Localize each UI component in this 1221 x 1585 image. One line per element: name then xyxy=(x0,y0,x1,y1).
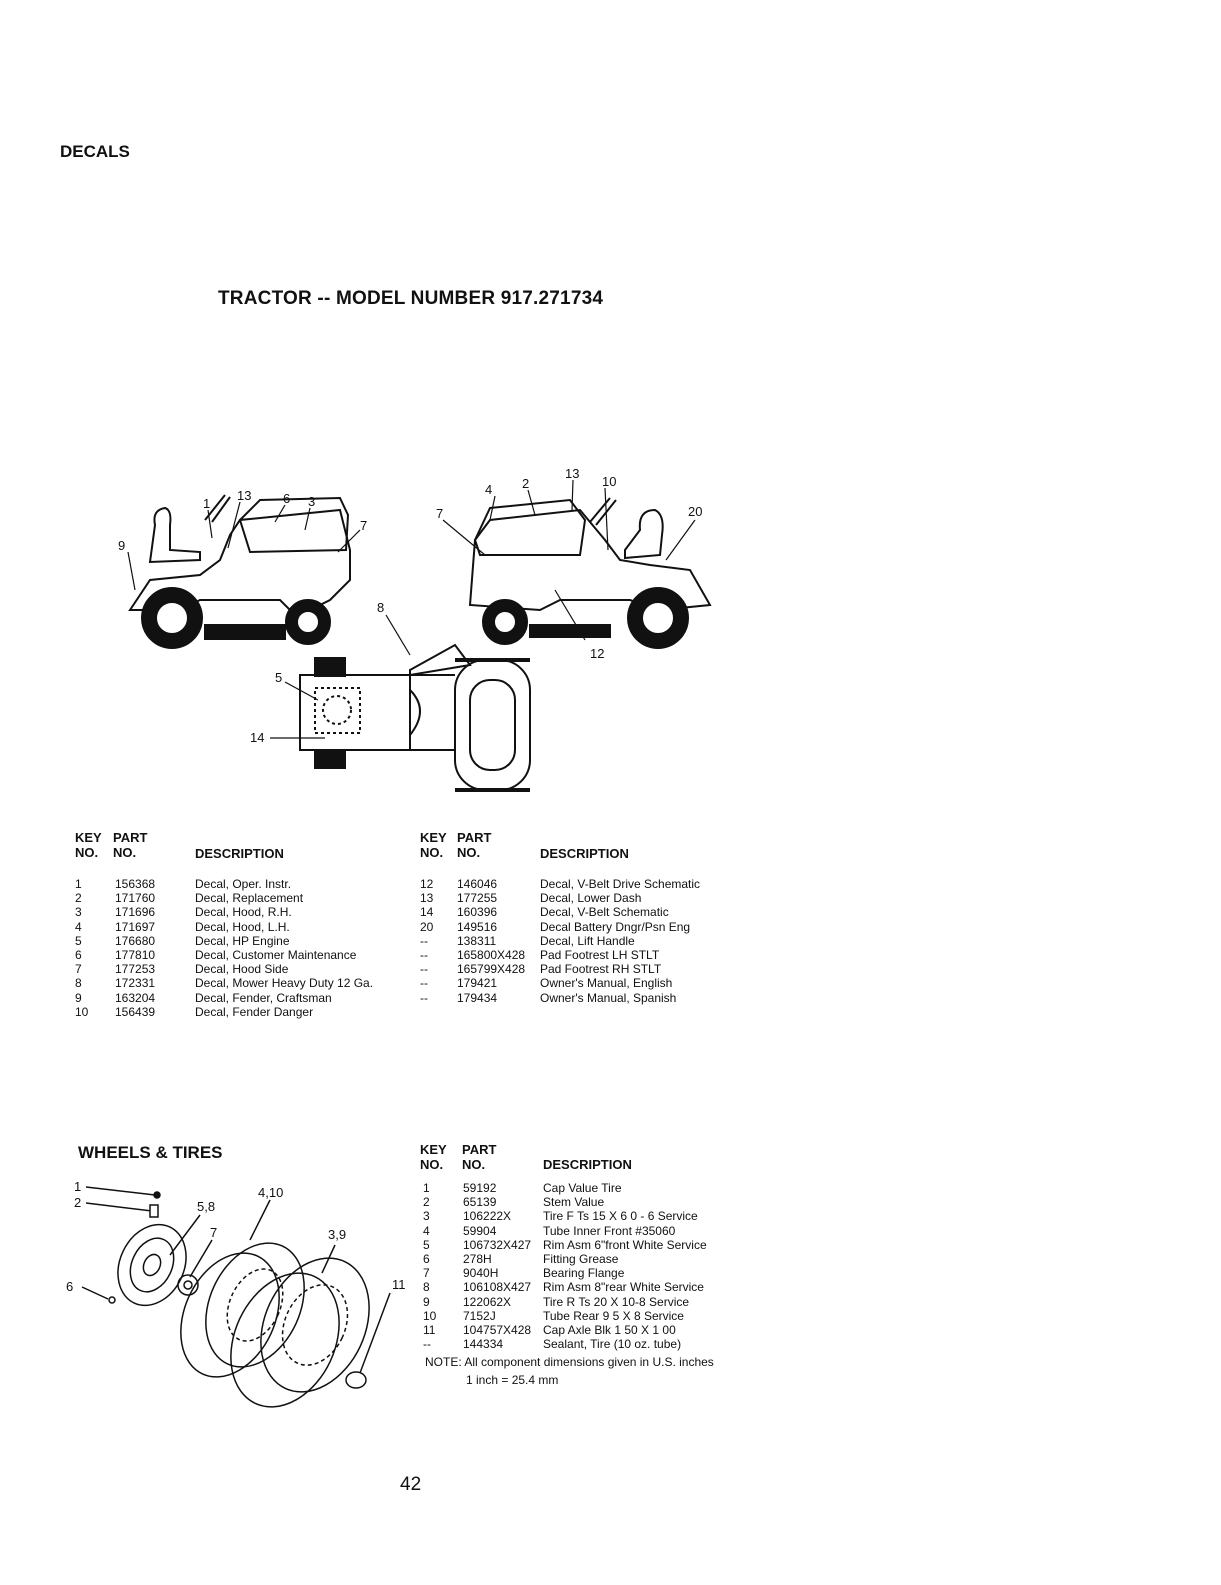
wheels-callout-4-10: 4,10 xyxy=(258,1185,283,1200)
callout-2: 2 xyxy=(522,476,529,491)
wheels-note-conversion: 1 inch = 25.4 mm xyxy=(466,1373,559,1387)
tractor-right-drawing xyxy=(468,497,712,649)
wheels-callout-5-8: 5,8 xyxy=(197,1199,215,1214)
wheels-callout-11: 11 xyxy=(392,1277,406,1292)
page-title: TRACTOR -- MODEL NUMBER 917.271734 xyxy=(218,288,604,309)
callout-3: 3 xyxy=(308,494,315,509)
callout-6: 6 xyxy=(283,491,290,506)
wheels-callout-2: 2 xyxy=(74,1195,81,1210)
callout-4: 4 xyxy=(485,482,492,497)
callout-10: 10 xyxy=(602,474,616,489)
wheels-callout-3-9: 3,9 xyxy=(328,1227,346,1242)
tractor-top-view-drawing xyxy=(299,643,531,792)
decals-left-description-header: DESCRIPTION xyxy=(195,846,284,861)
callout-13: 13 xyxy=(237,488,251,503)
decals-section-title: DECALS xyxy=(60,142,130,161)
callout-13-right: 13 xyxy=(565,466,579,481)
callout-8: 8 xyxy=(377,600,384,615)
callout-7-right: 7 xyxy=(436,506,443,521)
wheels-callout-1: 1 xyxy=(74,1179,81,1194)
callout-9: 9 xyxy=(118,538,125,553)
wheels-note: NOTE: All component dimensions given in … xyxy=(425,1355,714,1369)
decals-right-description-header: DESCRIPTION xyxy=(540,846,629,861)
callout-12: 12 xyxy=(590,646,604,661)
wheels-illustration: 1 2 5,8 4,10 7 3,9 6 11 xyxy=(66,1179,406,1408)
callout-20: 20 xyxy=(688,504,702,519)
page-number: 42 xyxy=(400,1474,422,1495)
callout-5: 5 xyxy=(275,670,282,685)
wheels-callout-7: 7 xyxy=(210,1225,217,1240)
callout-14: 14 xyxy=(250,730,264,745)
callout-7: 7 xyxy=(360,518,367,533)
tractor-left-drawing xyxy=(128,494,351,649)
wheels-callout-6: 6 xyxy=(66,1279,73,1294)
wheels-description-header: DESCRIPTION xyxy=(543,1157,632,1172)
callout-1: 1 xyxy=(203,496,210,511)
wheels-section-title: WHEELS & TIRES xyxy=(78,1143,223,1162)
decals-illustration: 9 1 13 6 3 7 4 2 13 10 7 20 12 8 5 14 xyxy=(118,466,712,792)
